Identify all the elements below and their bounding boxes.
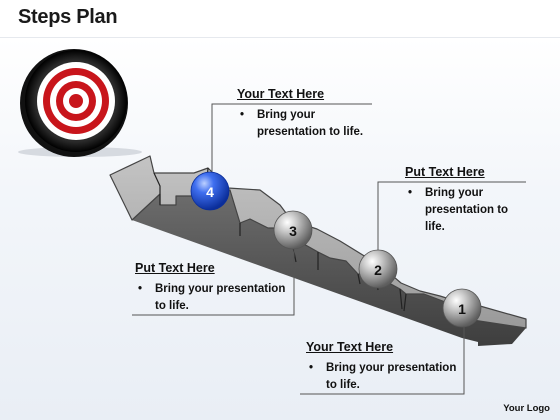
callout-bullet-text: Bring your presentation to life. — [257, 109, 364, 138]
step-number-4: 4 — [206, 184, 214, 200]
callout-bullet-text: Bring your presentation to life. — [326, 362, 457, 391]
step-number-1: 1 — [458, 301, 466, 317]
connector-step3 — [132, 238, 295, 316]
callout-bullet: • Bring your presentation to life. — [237, 107, 377, 141]
step-ball-2: 2 — [358, 249, 398, 289]
callout-step2: Put Text Here • Bring your presentation t… — [405, 165, 525, 236]
callout-heading: Your Text Here — [306, 340, 394, 354]
callout-step1: Your Text Here • Bring your presentation … — [306, 340, 466, 394]
bullseye-target-icon — [18, 49, 142, 157]
callout-step4: Your Text Here • Bring your presentation … — [237, 87, 377, 141]
callout-heading: Your Text Here — [237, 87, 325, 101]
callout-connectors — [132, 103, 526, 395]
step-ball-1: 1 — [442, 288, 482, 328]
callout-bullet-text: Bring your presentation to life. — [425, 187, 509, 233]
callout-step3: Put Text Here • Bring your presentation t… — [135, 261, 295, 315]
callout-bullet: • Bring your presentation to life. — [405, 185, 525, 236]
connector-step2 — [377, 181, 526, 252]
logo-text: Your Logo — [503, 403, 550, 414]
step-number-2: 2 — [374, 262, 382, 278]
connector-step4 — [211, 103, 372, 172]
step-ball-4: 4 — [190, 171, 230, 211]
callout-bullet-text: Bring your presentation to life. — [155, 283, 286, 312]
bullet-glyph: • — [309, 362, 314, 374]
title-divider — [0, 37, 560, 38]
bullet-glyph: • — [240, 109, 245, 121]
connector-step1 — [300, 322, 465, 395]
callout-bullet: • Bring your presentation to life. — [135, 281, 295, 315]
callout-bullet: • Bring your presentation to life. — [306, 360, 466, 394]
slide-title: Steps Plan — [18, 6, 118, 28]
callout-heading: Put Text Here — [405, 165, 485, 179]
bullet-glyph: • — [138, 283, 143, 295]
bullet-glyph: • — [408, 187, 413, 199]
step-number-3: 3 — [289, 223, 297, 239]
step-ball-3: 3 — [273, 210, 313, 250]
callout-heading: Put Text Here — [135, 261, 215, 275]
